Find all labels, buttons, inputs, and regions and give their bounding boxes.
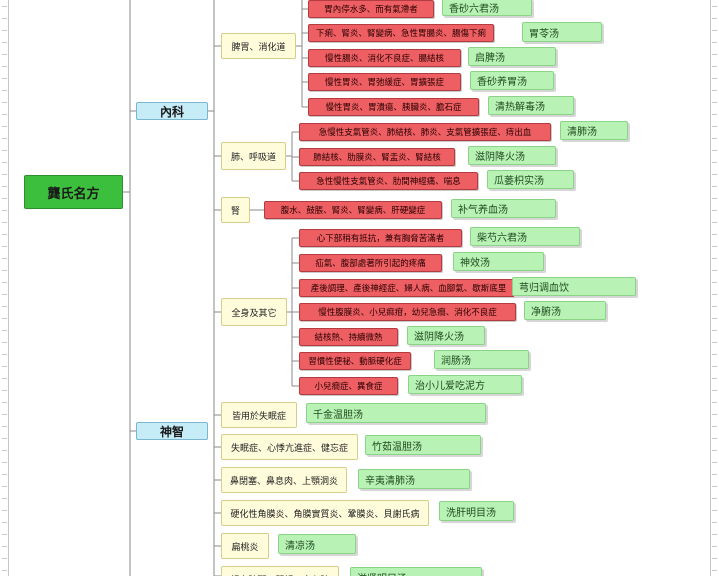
group-respiratory[interactable]: 肺、呼吸道 [221,142,286,170]
group-vision[interactable]: 視力障礙、弱視、白內障 [221,566,339,576]
right-ruler [710,0,719,576]
category-mind[interactable]: 神智 [136,422,208,440]
formula-item[interactable]: 瓜蒌枳实汤 [487,170,574,189]
indication-item[interactable]: 慢性胃炎、胃潰瘍、胰臟炎、膽石症 [308,98,479,116]
indication-item[interactable]: 急慢性支氣管炎、肺結核、肺炎、支氣管擴張症、痔出血 [299,123,551,141]
group-whole-body[interactable]: 全身及其它 [221,298,287,326]
formula-item[interactable]: 清热解毒汤 [488,96,574,115]
indication-item[interactable]: 心下部稍有抵抗，兼有胸脅苦滿者 [299,229,462,247]
formula-item[interactable]: 香砂六君汤 [442,0,532,16]
formula-item[interactable]: 竹茹温胆汤 [365,435,481,455]
formula-item[interactable]: 柴芍六君汤 [470,227,580,246]
indication-item[interactable]: 小兒癇症、異食症 [299,377,398,395]
indication-item[interactable]: 產後調理、產後神經症、婦人病、血腳氣、歇斯底里 [299,279,518,297]
formula-item[interactable]: 净腑汤 [524,301,606,320]
group-nasal[interactable]: 鼻閉塞、鼻息肉、上顎洞炎 [221,467,347,493]
formula-item[interactable]: 千金温胆汤 [306,403,486,423]
indication-item[interactable]: 結核熱、持續微熱 [299,328,398,346]
group-eye[interactable]: 硬化性角膜炎、角膜實質炎、鞏膜炎、貝謝氏病 [221,500,429,526]
indication-item[interactable]: 下痢、腎炎、腎變病、急性胃腸炎、腸傷下痢 [308,24,494,42]
formula-item[interactable]: 润肠汤 [434,350,529,369]
indication-item[interactable]: 急性慢性支氣管炎、肋間神經痛、喘息 [299,172,478,190]
formula-item[interactable]: 神效汤 [453,252,544,271]
formula-item[interactable]: 辛夷清肺汤 [358,469,470,489]
indication-item[interactable]: 慢性胃炎、胃弛緩症、胃擴張症 [308,73,461,91]
formula-item[interactable]: 滋阴降火汤 [407,326,485,345]
formula-item[interactable]: 补气养血汤 [451,199,556,218]
indication-item[interactable]: 慢性腹膜炎、小兒痲疳，幼兒急癇、消化不良症 [299,303,516,321]
indication-item[interactable]: 疝氣、腹部處著所引起的疼痛 [299,254,442,272]
group-insomnia-palpitation[interactable]: 失眠症、心悸亢進症、健忘症 [221,434,358,460]
formula-item[interactable]: 清凉汤 [278,534,356,554]
formula-item[interactable]: 洗肝明目汤 [439,501,514,521]
indication-item[interactable]: 胃內停水多、而有氣滯者 [308,0,434,18]
formula-item[interactable]: 胃苓汤 [522,22,602,42]
left-ruler [0,0,9,576]
root-topic[interactable]: 龔氏名方 [24,175,123,209]
indication-item[interactable]: 慢性腸炎、消化不良症、腸結核 [308,49,461,67]
group-insomnia[interactable]: 皆用於失眠症 [221,402,297,428]
indication-item[interactable]: 腹水、鼓脹、腎炎、腎變病、肝硬變症 [264,201,442,219]
indication-item[interactable]: 肺結核、肋膜炎、腎盂炎、腎結核 [299,148,455,166]
formula-item[interactable]: 启脾汤 [468,47,556,66]
formula-item[interactable]: 滋肾明目汤 [350,567,482,576]
group-kidney[interactable]: 腎 [221,197,250,223]
formula-item[interactable]: 滋阴降火汤 [468,146,556,165]
formula-item[interactable]: 治小儿爱吃泥方 [408,375,522,394]
category-internal-medicine[interactable]: 內科 [136,102,208,120]
group-tonsil[interactable]: 扁桃炎 [221,533,269,559]
group-digestive[interactable]: 脾胃、消化道 [221,33,296,59]
formula-item[interactable]: 芎归调血饮 [512,277,636,296]
formula-item[interactable]: 香砂养胃汤 [470,71,554,90]
formula-item[interactable]: 清肺汤 [560,121,628,140]
indication-item[interactable]: 習慣性便祕、動脈硬化症 [299,352,411,370]
